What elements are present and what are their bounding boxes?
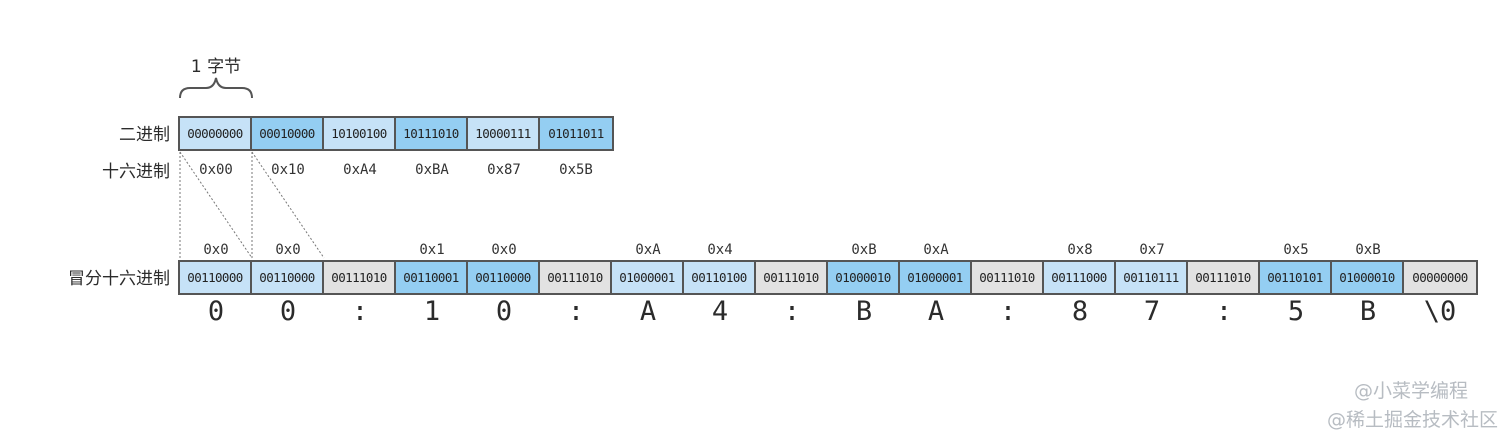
binary-byte-cell: 10100100 (324, 118, 396, 149)
nibble-label: 0x8 (1067, 242, 1093, 258)
ascii-byte-cell: 00110101 (1260, 262, 1332, 293)
nibble-label: 0x5 (1283, 242, 1309, 258)
ascii-char: A (639, 296, 657, 327)
colon-hex-row-label: 冒分十六进制 (68, 269, 170, 289)
ascii-char: 0 (207, 296, 225, 327)
watermark-site: @稀土掘金技术社区 (1326, 409, 1498, 431)
hex-byte-label: 0x00 (199, 162, 233, 178)
ascii-char: 0 (279, 296, 297, 327)
ascii-char: A (927, 296, 945, 327)
ascii-byte-cell: 00110001 (396, 262, 468, 293)
ascii-byte-cell: 00111010 (540, 262, 612, 293)
nibble-label: 0x0 (491, 242, 517, 258)
ascii-char: 4 (711, 296, 729, 327)
ascii-char: 5 (1287, 296, 1305, 327)
byte-size-label: 1 字节 (190, 57, 242, 77)
ascii-byte-cell: 00110000 (468, 262, 540, 293)
ascii-byte-cell: 00110100 (684, 262, 756, 293)
binary-row-label: 二进制 (119, 125, 170, 145)
nibble-label: 0x0 (203, 242, 229, 258)
hex-byte-label: 0x87 (487, 162, 521, 178)
ascii-char: 8 (1071, 296, 1089, 327)
binary-byte-cell: 01011011 (540, 118, 612, 149)
ascii-char: 7 (1143, 296, 1161, 327)
ascii-char: : (1215, 296, 1233, 327)
ascii-byte-cell: 00111010 (324, 262, 396, 293)
ascii-byte-cell: 01000010 (828, 262, 900, 293)
nibble-label: 0xB (1355, 242, 1381, 258)
nibble-label: 0xA (635, 242, 661, 258)
hex-byte-label: 0x5B (559, 162, 593, 178)
ascii-byte-cell: 00111010 (972, 262, 1044, 293)
ascii-byte-cell: 01000001 (900, 262, 972, 293)
ascii-char: : (567, 296, 585, 327)
ascii-char: : (783, 296, 801, 327)
binary-byte-cell: 00000000 (180, 118, 252, 149)
ascii-byte-cell: 01000001 (612, 262, 684, 293)
binary-byte-cell: 10000111 (468, 118, 540, 149)
hex-row-label: 十六进制 (102, 162, 170, 182)
byte-brace-icon (179, 77, 253, 99)
ascii-char: : (351, 296, 369, 327)
binary-byte-cell: 00010000 (252, 118, 324, 149)
nibble-label: 0x1 (419, 242, 445, 258)
nibble-label: 0x7 (1139, 242, 1165, 258)
ascii-byte-cell: 00110000 (180, 262, 252, 293)
nibble-label: 0x4 (707, 242, 733, 258)
ascii-char: \0 (1423, 296, 1457, 327)
binary-byte-cell: 10111010 (396, 118, 468, 149)
hex-byte-label: 0x10 (271, 162, 305, 178)
ascii-byte-cell: 00111010 (1188, 262, 1260, 293)
nibble-label: 0xB (851, 242, 877, 258)
ascii-byte-cell: 00110000 (252, 262, 324, 293)
hex-byte-label: 0xBA (415, 162, 449, 178)
ascii-byte-cell: 00111010 (756, 262, 828, 293)
ascii-byte-cell: 01000010 (1332, 262, 1404, 293)
watermark-author: @小菜学编程 (1353, 380, 1468, 402)
ascii-byte-cell: 00110111 (1116, 262, 1188, 293)
ascii-char: : (999, 296, 1017, 327)
hex-byte-label: 0xA4 (343, 162, 377, 178)
ascii-char: B (855, 296, 873, 327)
ascii-char: 0 (495, 296, 513, 327)
ascii-char: 1 (423, 296, 441, 327)
ascii-byte-cell: 00111000 (1044, 262, 1116, 293)
nibble-label: 0xA (923, 242, 949, 258)
ascii-byte-cell: 00000000 (1404, 262, 1476, 293)
nibble-label: 0x0 (275, 242, 301, 258)
ascii-char: B (1359, 296, 1377, 327)
